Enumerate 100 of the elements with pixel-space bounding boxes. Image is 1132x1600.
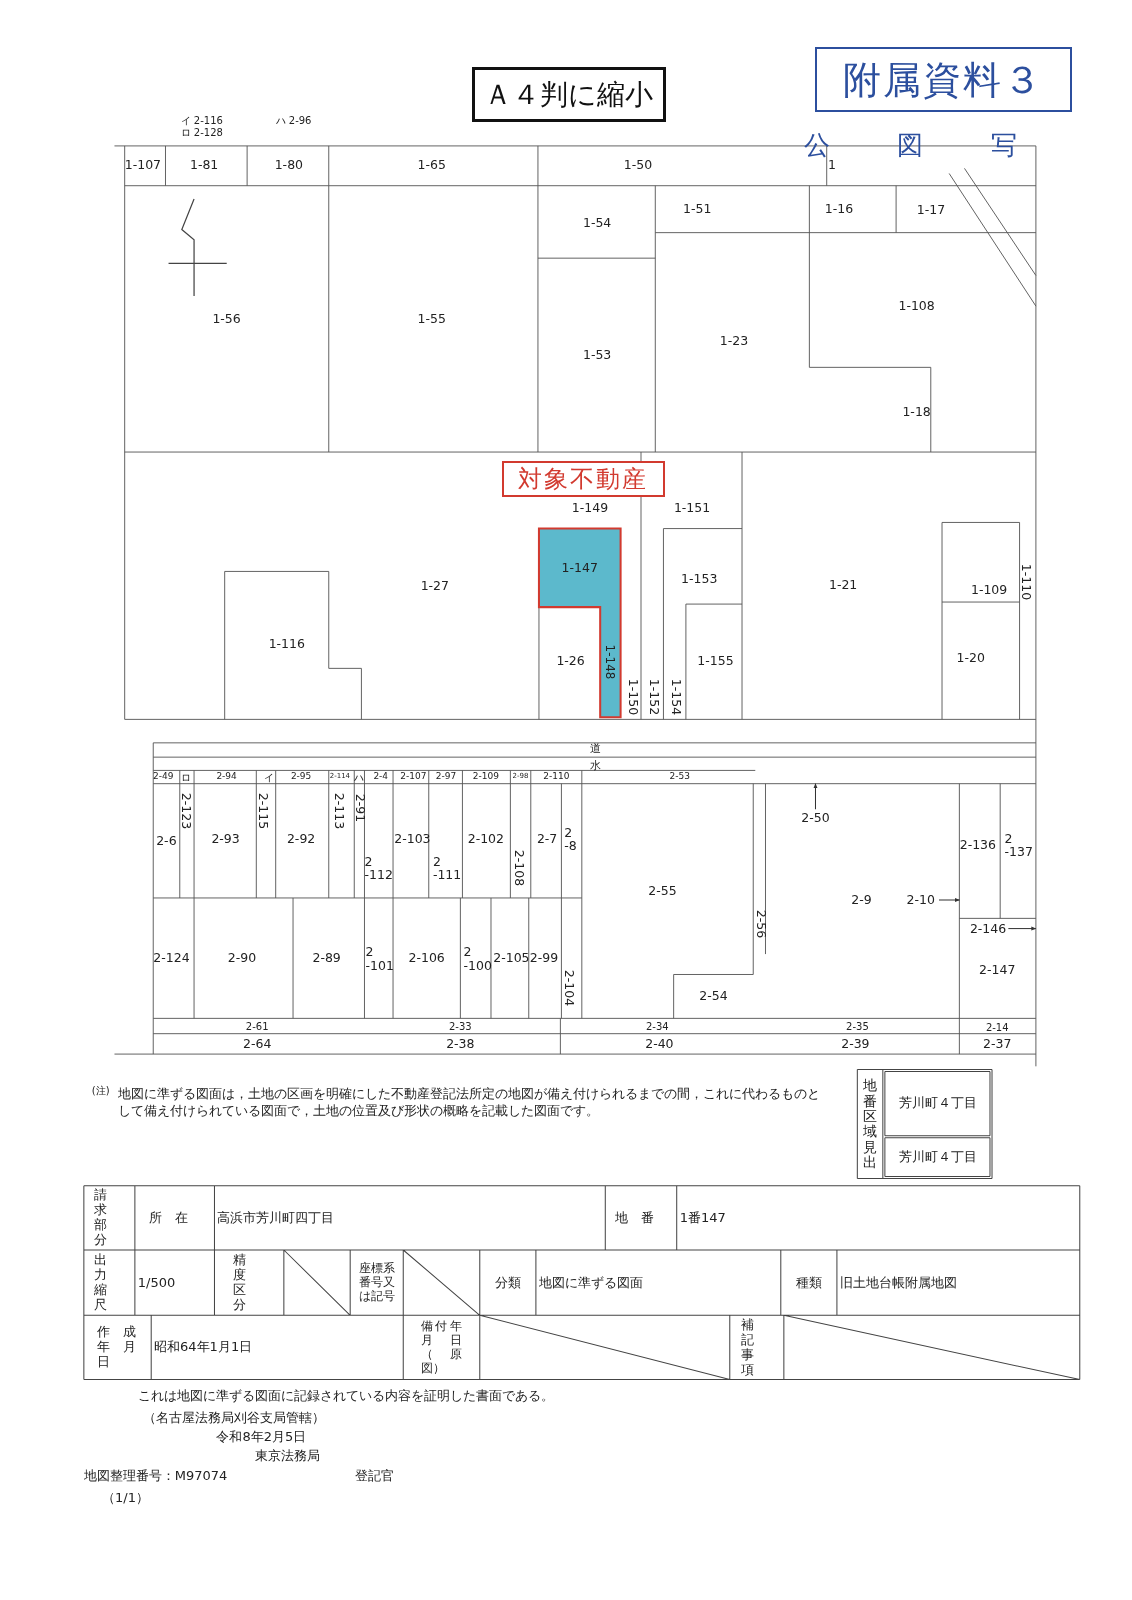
parcel-number: 1-65: [417, 158, 446, 173]
parcel-number: 1-155: [697, 654, 734, 669]
field-value: 地図に準ずる図面: [538, 1275, 643, 1291]
parcel-number: 2-39: [841, 1037, 870, 1052]
waterway-label: 水: [589, 759, 601, 772]
parcel-number: イ: [264, 771, 275, 783]
parcel-number: 2-108: [511, 849, 526, 886]
parcel-number: 2-33: [449, 1020, 472, 1032]
parcel-number: 2-90: [227, 951, 257, 966]
appendix-title-box: [814, 46, 1072, 113]
parcel-number: 1-81: [189, 158, 219, 173]
parcel-number: 2-123: [178, 793, 193, 830]
parcel-number: 2-106: [408, 951, 445, 966]
parcel-number: 2-110: [543, 771, 570, 782]
box-label: 附属資料３: [843, 60, 1044, 99]
page-number: （1/1）: [102, 1490, 149, 1507]
parcel-number: 2-97: [435, 771, 457, 782]
parcel-number: 1-152: [647, 679, 662, 716]
document-heading: 公図写: [803, 129, 1085, 161]
jurisdiction-text: （名古屋法務局刈谷支局管轄）: [142, 1409, 325, 1427]
parcel-number: 2 -100: [463, 945, 492, 972]
parcel-number: 1-26: [556, 654, 585, 669]
parcel-number: 2-147: [979, 962, 1016, 977]
parcel-number: 2 -111: [432, 854, 462, 881]
parcel-number: 1-109: [970, 583, 1008, 597]
parcel-number: 1-23: [719, 334, 749, 348]
parcel-number: 1-116: [268, 637, 305, 651]
parcel-number: 1-107: [124, 158, 162, 173]
parcel-number: 2-14: [985, 1021, 1009, 1033]
parcel-number: 2-136: [959, 838, 996, 853]
parcel-number: 2-54: [699, 989, 728, 1004]
parcel-number: 1-50: [623, 158, 653, 173]
parcel-number: 1-53: [582, 348, 612, 363]
target-parcel-strip: [600, 607, 621, 718]
parcel-number: 1-18: [902, 405, 931, 420]
parcel-number: 2-64: [243, 1037, 272, 1052]
parcel-number: 2-113: [332, 793, 346, 830]
parcel-number: 1-150: [625, 679, 640, 716]
parcel-number: 2-94: [216, 771, 237, 782]
parcel-number: 1-151: [673, 501, 711, 516]
field-label: 作成年月日: [96, 1325, 139, 1371]
leader-arrow: [813, 783, 818, 810]
parcel-number: 1-27: [420, 579, 449, 593]
parcel-number: 2-50: [801, 812, 830, 825]
parcel-number: 2 -8: [564, 825, 577, 853]
registrar-title: 登記官: [355, 1467, 395, 1485]
parcel-number: 1-148: [604, 645, 617, 680]
field-value: 1番147: [679, 1210, 726, 1226]
field-label: 備付年月日（原図）: [421, 1320, 462, 1376]
parcel-number: 1-54: [582, 215, 612, 230]
field-value: 昭和64年1月1日: [154, 1340, 253, 1356]
parcel-number: 2-4: [373, 771, 389, 782]
parcel-number: 2-55: [648, 884, 677, 898]
parcel-number: 2-124: [153, 951, 190, 966]
parcel-number: 1-147: [561, 561, 598, 575]
leader-arrow: [938, 897, 960, 903]
parcel-number: 1-110: [1018, 563, 1033, 600]
parcel-number: 2-40: [645, 1037, 674, 1052]
date-text: 令和8年2月5日: [216, 1428, 307, 1446]
leader-arrow: [1007, 926, 1037, 931]
parcel-number: 1-51: [682, 202, 712, 217]
parcel-number: 2-109: [472, 771, 499, 782]
parcel-number: 2-104: [561, 969, 576, 1007]
parcel-number: 2-89: [312, 951, 341, 966]
field-value: 旧土地台帳附属地図: [840, 1275, 957, 1291]
footnote: 地図に準ずる図面は，土地の区画を明確にした不動産登記法所定の地図が備え付けられるまでの間，これに代わるものとして備え付けられている図面で，土地の位置及び形状の概略を記載した図面です。: [118, 1086, 822, 1119]
district-name: 芳川町４丁目: [898, 1096, 977, 1112]
parcel-number: 2-115: [256, 793, 271, 830]
parcel-number: 2-53: [669, 771, 690, 782]
field-label: 補記事項: [741, 1318, 760, 1378]
parcel-number: 2-105: [493, 951, 530, 966]
field-label: 地番: [615, 1210, 667, 1226]
note-mark: (注): [91, 1083, 110, 1097]
parcel-number: 2-6: [156, 834, 177, 848]
parcel-number: 2-91: [353, 794, 368, 823]
district-name: 芳川町４丁目: [898, 1150, 977, 1165]
parcel-number: ロ: [180, 771, 191, 783]
road-label: 道: [589, 743, 601, 756]
parcel-number: 1-56: [212, 312, 241, 327]
parcel-number: 2-99: [529, 951, 559, 966]
field-value: 高浜市芳川町四丁目: [217, 1210, 335, 1226]
parcel-number: 1-108: [898, 299, 935, 314]
parcel-number: 1-55: [417, 312, 446, 327]
parcel-number: 2-61: [245, 1020, 269, 1032]
parcel-number: 2-93: [211, 832, 240, 846]
target-parcel: [538, 528, 621, 608]
parcel-number: 2-95: [290, 771, 312, 782]
box-label: Ａ４判に縮小: [484, 80, 654, 109]
parcel-note: ロ 2-128: [180, 126, 223, 139]
parcel-number: 2 -112: [364, 854, 393, 881]
scale-note-box: [471, 67, 666, 123]
parcel-number: 2-56: [754, 909, 769, 938]
parcel-number: 1-21: [828, 578, 858, 592]
parcel-number: 1-17: [916, 203, 946, 218]
parcel-note: ハ 2-96: [275, 113, 312, 127]
field-label: 座標系番号又は記号: [358, 1262, 395, 1304]
parcel-number: 2-35: [846, 1020, 869, 1032]
parcel-number: 1-153: [681, 571, 718, 586]
field-label: 請求部分: [93, 1188, 112, 1249]
parcel-number: 1-80: [274, 158, 304, 173]
